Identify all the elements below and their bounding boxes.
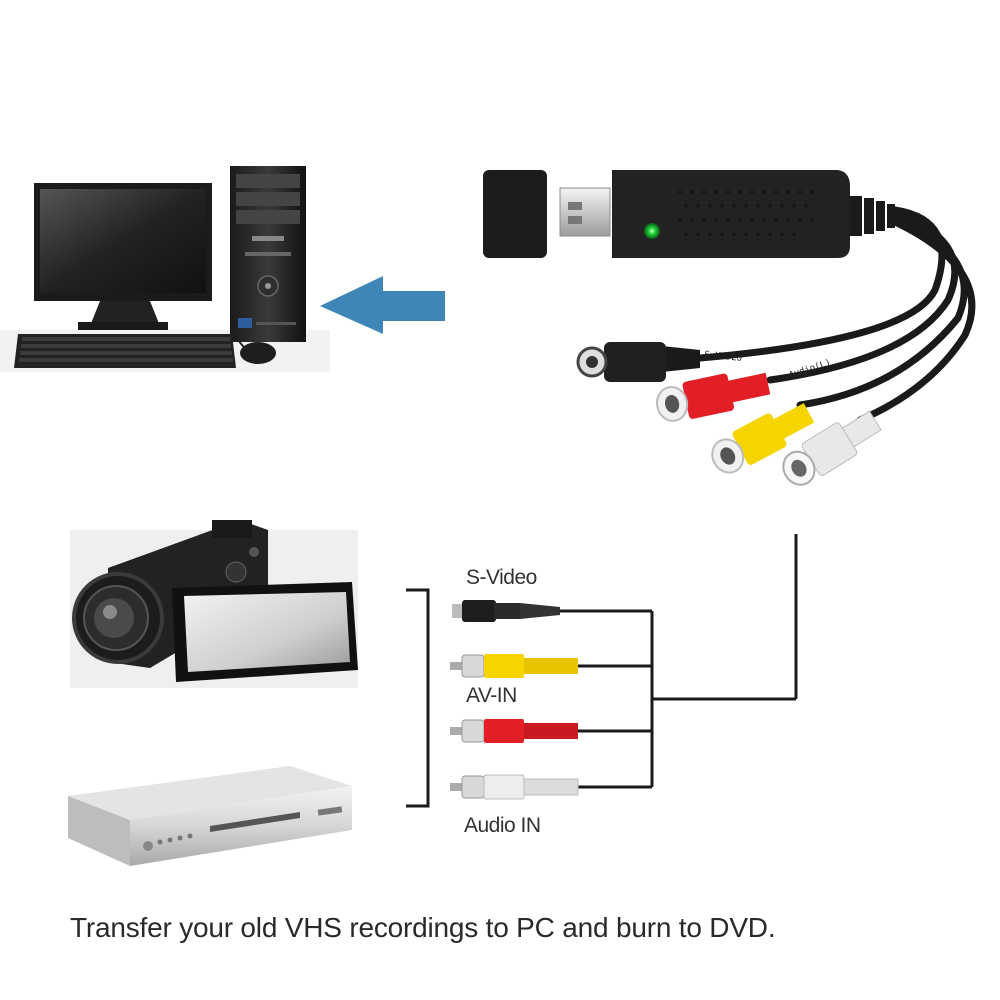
diagram-svideo-plug [452, 600, 560, 622]
svideo-label: S-Video [466, 566, 537, 589]
white-rca-plug [782, 410, 882, 486]
camcorder [70, 520, 358, 688]
red-rca-plug [656, 372, 771, 422]
usb-capture-device: S-VIDEO Audio(L) [483, 170, 976, 486]
arrow-left-icon [320, 276, 445, 334]
monitor [34, 183, 212, 330]
cable-label-audio: Audio(L) [788, 358, 832, 381]
wiring-diagram [406, 534, 798, 808]
desktop-computer [0, 166, 330, 372]
cable-label-svideo: S-VIDEO [704, 350, 743, 364]
diagram-yellow-plug [450, 654, 578, 678]
dvd-player [68, 766, 352, 866]
yellow-rca-plug [711, 403, 815, 474]
avin-label: AV-IN [466, 684, 517, 707]
diagram-red-plug [450, 719, 578, 743]
svideo-plug: S-VIDEO [576, 342, 743, 382]
diagram-white-plug [450, 774, 579, 800]
pc-tower [230, 166, 306, 342]
vent-grille [678, 190, 814, 236]
caption: Transfer your old VHS recordings to PC a… [70, 912, 776, 943]
usb-cap [483, 170, 547, 258]
audio-in-label: Audio IN [464, 814, 541, 837]
mouse [240, 342, 276, 364]
status-led [644, 223, 660, 239]
keyboard [14, 334, 236, 368]
